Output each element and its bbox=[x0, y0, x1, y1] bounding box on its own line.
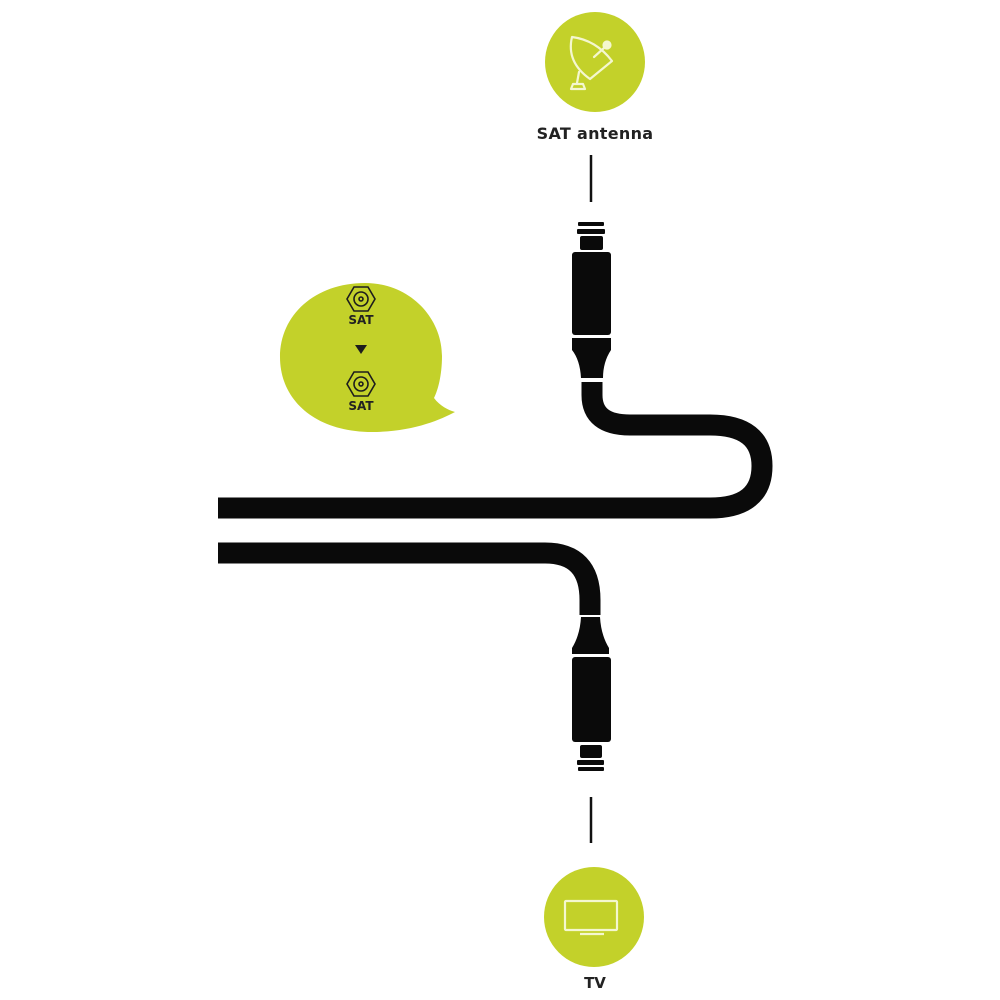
satellite-dish-icon bbox=[569, 35, 614, 91]
bubble-to-label: SAT bbox=[348, 399, 374, 413]
coax-connector-icon bbox=[346, 286, 376, 312]
bottom-f-connector bbox=[572, 617, 611, 771]
cable-upper bbox=[218, 382, 773, 519]
top-f-connector bbox=[572, 222, 611, 378]
bubble-from-label: SAT bbox=[348, 313, 374, 327]
coax-connector-icon bbox=[346, 371, 376, 397]
tv-icon bbox=[563, 899, 619, 936]
sat-antenna-label: SAT antenna bbox=[536, 124, 654, 143]
adapter-bubble bbox=[280, 283, 455, 432]
tv-node bbox=[544, 867, 644, 967]
tv-label: TV bbox=[584, 974, 606, 992]
sat-antenna-node bbox=[545, 12, 645, 112]
arrow-down-icon bbox=[355, 345, 367, 354]
cable-lower bbox=[218, 542, 601, 615]
